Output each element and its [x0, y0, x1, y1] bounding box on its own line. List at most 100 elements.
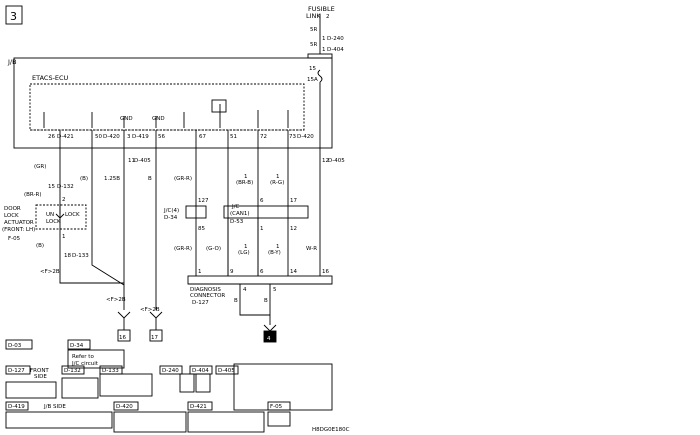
ecu-pin-72: 72	[260, 134, 267, 140]
ground-17: 17	[151, 335, 158, 341]
wire-b-y: (B-Y)	[268, 250, 281, 256]
legend-refer-1: Refer to	[72, 354, 94, 360]
door-pin-18: 18	[64, 253, 71, 259]
ecu-pin-12: 12	[322, 158, 329, 164]
wire-br-b: (BR-B)	[236, 180, 253, 186]
fusible-conn1: D-240	[327, 36, 344, 42]
ecu-pin-56: 56	[158, 134, 165, 140]
ecu-conn-26: D-421	[57, 134, 74, 140]
page-number: 3	[10, 10, 17, 23]
ecu-label: ETACS-ECU	[32, 74, 69, 82]
door-pin-15: 15	[48, 184, 55, 190]
legend-d03: D-03	[8, 343, 22, 349]
legend-d133: D-133	[102, 368, 119, 374]
jc4-label: J/C(4)	[163, 208, 179, 214]
jc4-conn: D-34	[164, 215, 178, 221]
ecu-pin-67: 67	[199, 134, 206, 140]
jc-can-conn: D-53	[230, 219, 244, 225]
ecu-pin-50: 50	[95, 134, 102, 140]
jc4-pin-85: 85	[198, 226, 205, 232]
legend-d127: D-127	[8, 368, 25, 374]
door-label-1: DOOR	[4, 206, 21, 212]
ground-ref-c: <F>2B	[140, 307, 160, 313]
door-label-3: ACTUATOR	[4, 220, 34, 226]
door-conn-15: D-132	[57, 184, 74, 190]
gnd-a: GND	[120, 116, 133, 122]
wire-c2: 1	[276, 174, 280, 180]
jc-can-pin-6: 6	[260, 198, 264, 204]
wire-br-r: (BR-R)	[24, 192, 41, 198]
wire-125b: 1.25B	[104, 176, 120, 182]
legend-d240: D-240	[162, 368, 179, 374]
legend-refer-2: J/C circuit	[71, 361, 99, 367]
ecu-conn-3: D-419	[132, 134, 149, 140]
legend-d34: D-34	[70, 343, 84, 349]
ecu-conn-73: D-420	[297, 134, 314, 140]
legend-code: H8DG0E180C	[312, 427, 350, 433]
diag-pin-14: 14	[290, 269, 297, 275]
fusible-pin1: 1	[322, 36, 326, 42]
wire-b-2: B	[234, 298, 238, 304]
diag-pin-1: 1	[198, 269, 202, 275]
etacs-ecu-box	[29, 83, 305, 131]
jb-box	[13, 57, 333, 149]
wire-c3: 1	[244, 244, 248, 250]
door-unlock-2: LOCK	[46, 219, 61, 225]
ground-ref-a: <F>2B	[40, 269, 60, 275]
wire-g-o: (G-O)	[206, 246, 221, 252]
wire-b-paren-2: (B)	[36, 243, 44, 249]
legend-jb-side: J/B SIDE	[43, 404, 66, 410]
fusible-title-2: LINK	[306, 12, 321, 20]
diag-pin-16: 16	[322, 269, 329, 275]
ecu-pin-11: 11	[128, 158, 135, 164]
fusible-mid-wire: 5R	[310, 42, 317, 48]
jc-can-pin-12: 12	[290, 226, 297, 232]
ecu-pin-51: 51	[230, 134, 237, 140]
ground-4: 4	[267, 336, 271, 342]
legend-front: FRONT	[30, 368, 49, 374]
door-pin-1: 1	[62, 234, 66, 240]
wire-c1: 1	[244, 174, 248, 180]
legend-d420: D-420	[116, 404, 133, 410]
wire-gr-r-2: (GR-R)	[174, 246, 192, 252]
diag-pin-6: 6	[260, 269, 264, 275]
door-lock: LOCK	[65, 212, 80, 218]
ground-ref-b: <F>2B	[106, 297, 126, 303]
fusible-title-1: FUSIBLE	[308, 5, 335, 13]
ecu-pin-3: 3	[127, 134, 131, 140]
ecu-conn-12: D-405	[328, 158, 345, 164]
door-pin-2: 2	[62, 197, 66, 203]
door-label-4: (FRONT: LH)	[2, 227, 35, 233]
wire-gr-r-1: (GR-R)	[174, 176, 192, 182]
legend-d421: D-421	[190, 404, 207, 410]
diag-pin-9: 9	[230, 269, 234, 275]
legend-d419: D-419	[8, 404, 25, 410]
door-conn-id: F-05	[8, 236, 21, 242]
jc-can-pin-1: 1	[260, 226, 264, 232]
jc-can-pin-17: 17	[290, 198, 297, 204]
diag-label-2: CONNECTOR	[190, 293, 225, 299]
jc-can-label-2: (CAN1)	[230, 211, 250, 217]
legend-f05: F-05	[270, 404, 283, 410]
wire-c4: 1	[276, 244, 280, 250]
fusible-conn2: D-404	[327, 47, 344, 53]
diag-label-1: DIAGNOSIS	[190, 287, 221, 293]
wire-w-r: W-R	[306, 246, 317, 252]
door-unlock-1: UN	[46, 212, 54, 218]
jc-can-label-1: J/C	[231, 204, 239, 210]
ecu-conn-11: D-405	[134, 158, 151, 164]
legend-side: SIDE	[34, 374, 47, 380]
wire-r-g: (R-G)	[270, 180, 284, 186]
door-conn-18: D-133	[72, 253, 89, 259]
fuse-rating: 15A	[307, 77, 318, 83]
wire-lg: (LG)	[238, 250, 250, 256]
gnd-b: GND	[152, 116, 165, 122]
ecu-pin-73: 73	[289, 134, 296, 140]
fusible-pin2: 1	[322, 47, 326, 53]
fusible-circle-num: 2	[326, 14, 330, 20]
wire-b-3: B	[264, 298, 268, 304]
diag-pin-4: 4	[243, 287, 247, 293]
wire-b: B	[148, 176, 152, 182]
